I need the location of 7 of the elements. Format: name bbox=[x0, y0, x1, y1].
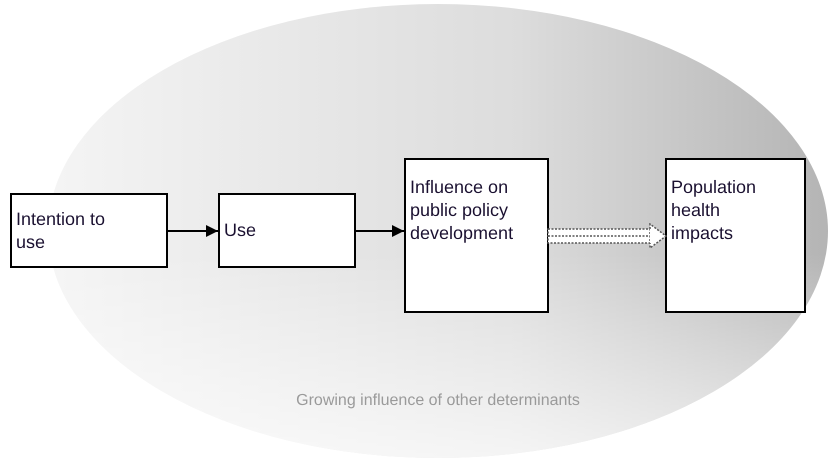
process-box: Influence on public policy development bbox=[404, 158, 549, 313]
arrow bbox=[356, 225, 404, 237]
arrow bbox=[168, 225, 218, 237]
process-box: Population health impacts bbox=[665, 158, 806, 313]
process-box: Use bbox=[218, 193, 356, 268]
process-box: Intention to use bbox=[10, 193, 168, 268]
caption-text: Growing influence of other determinants bbox=[296, 392, 580, 409]
